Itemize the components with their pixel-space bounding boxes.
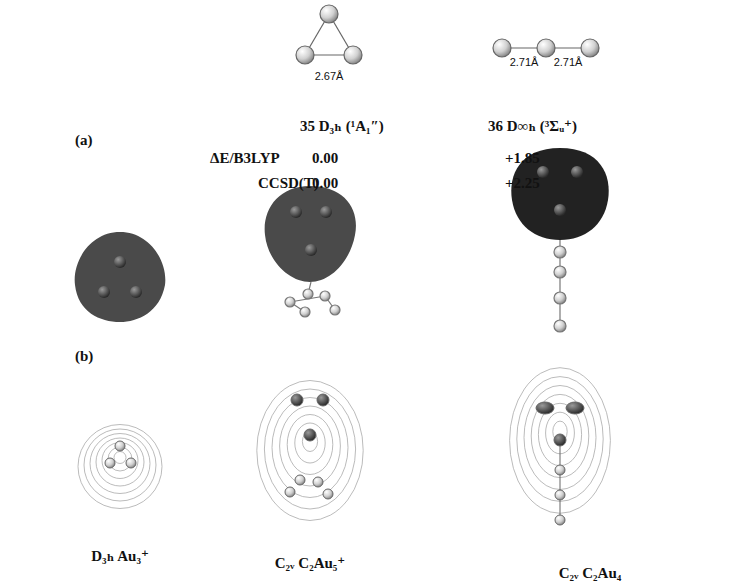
figure-label: D₃ₕ Au₃⁺ (91, 548, 149, 565)
contour-line (531, 394, 589, 477)
contour-line (510, 368, 611, 514)
figure-label: 0.00 (312, 150, 338, 167)
contour-line (96, 438, 144, 486)
contour-line (524, 386, 596, 490)
contour-line (257, 381, 363, 521)
contour-line (84, 429, 156, 501)
contour-line (295, 423, 325, 463)
triangle-cluster (296, 5, 362, 64)
figure-label: ΔE/B3LYP (210, 150, 280, 167)
orbital-au3 (75, 232, 166, 322)
bond-length: 2.67Å (315, 70, 344, 82)
contour-line (114, 452, 126, 464)
contour-line (280, 406, 341, 486)
orbital-c2au5 (265, 186, 356, 317)
linear-cluster (493, 39, 599, 57)
contour-atoms (105, 394, 584, 525)
contour-line (287, 415, 333, 475)
contour-line (90, 434, 150, 494)
bond-length: 2.71Å (554, 56, 583, 68)
figure-label: +1.85 (505, 150, 540, 167)
figure-label: 36 D∞ₕ (³Σᵤ⁺) (488, 118, 577, 135)
figure-label: (a) (75, 132, 93, 149)
contour-plot (78, 368, 610, 521)
figure-label: (b) (75, 348, 93, 365)
contour-line (272, 398, 348, 498)
figure-label: 0.00 (312, 175, 338, 192)
figure-label: 35 D₃ₕ (¹A₁″) (300, 118, 384, 135)
figure-label: C₂ᵥ C₂Au₄ (559, 565, 622, 582)
figure-label: C₂ᵥ C₂Au₅⁺ (275, 555, 346, 572)
figure-label: +2.25 (505, 175, 540, 192)
contour-line (264, 389, 355, 509)
contour-line (78, 425, 162, 509)
figure-label: CCSD(T) (258, 175, 319, 192)
bond-length: 2.71Å (510, 56, 539, 68)
